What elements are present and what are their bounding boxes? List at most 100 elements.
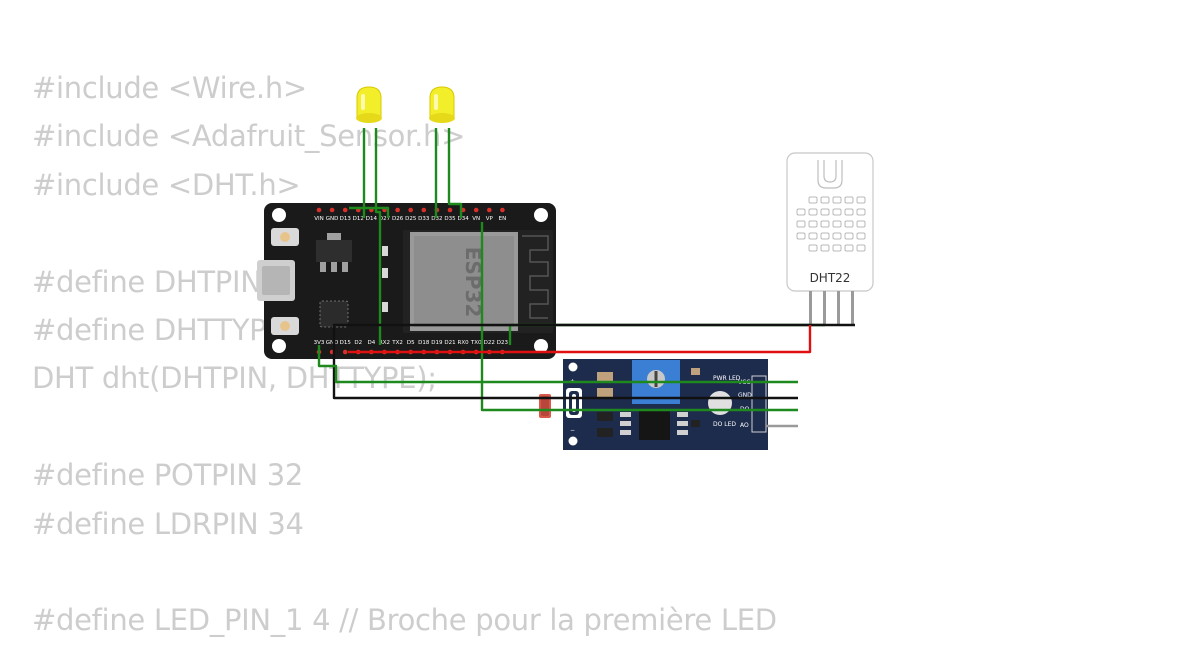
wire-dht-data bbox=[508, 323, 825, 345]
pin-label: D5 bbox=[407, 340, 415, 346]
pin-label: VIN bbox=[314, 216, 324, 222]
do-led-label: DO LED bbox=[713, 421, 736, 428]
vent-slot bbox=[856, 208, 866, 216]
pin-label: GND bbox=[326, 340, 339, 346]
code-line: #define LDRPIN 34 bbox=[32, 506, 304, 541]
code-line: #define POTPIN 32 bbox=[32, 458, 304, 493]
pin-vp[interactable] bbox=[487, 207, 492, 213]
pin-label: GND bbox=[326, 216, 339, 222]
pin-label: D4 bbox=[368, 340, 376, 346]
pin-d13[interactable] bbox=[342, 207, 348, 213]
boot-button bbox=[271, 228, 299, 246]
pin-d25[interactable] bbox=[408, 207, 414, 213]
wire-led2-cathode bbox=[447, 128, 463, 218]
pin-label: D32 bbox=[431, 216, 442, 222]
pin-label: TX2 bbox=[391, 340, 403, 346]
vent-slot bbox=[808, 208, 818, 216]
pin-d26[interactable] bbox=[395, 207, 400, 213]
pin-label: D27 bbox=[379, 216, 391, 222]
vent-slot bbox=[844, 244, 854, 252]
led-2[interactable] bbox=[429, 86, 455, 123]
pin-label: D2 bbox=[354, 340, 362, 346]
pin-label: D13 bbox=[340, 216, 352, 222]
code-background: #include <Wire.h> #include <Adafruit_Sens… bbox=[32, 64, 777, 645]
vent-slot bbox=[844, 208, 854, 216]
vent-slot bbox=[820, 232, 830, 240]
wire-d34-ao bbox=[480, 222, 798, 412]
pin-label: D18 bbox=[418, 340, 430, 346]
wire-led1-cathode bbox=[374, 128, 382, 345]
ao-label: AO bbox=[740, 422, 749, 429]
pin-label: D26 bbox=[392, 216, 404, 222]
vent-slot bbox=[808, 220, 818, 228]
vent-slot bbox=[844, 232, 854, 240]
led-1[interactable] bbox=[356, 86, 382, 123]
wire-top-header bbox=[349, 206, 390, 218]
vent-slot bbox=[844, 220, 854, 228]
voltage-regulator bbox=[316, 233, 352, 272]
vent-slot bbox=[820, 208, 830, 216]
vent-slot bbox=[832, 232, 842, 240]
pin-label: RX0 bbox=[458, 340, 470, 346]
vent-slot bbox=[832, 220, 842, 228]
vent-slot bbox=[832, 196, 842, 204]
vent-slot bbox=[796, 208, 806, 216]
pin-label: VN bbox=[472, 216, 480, 222]
minus-mark: − bbox=[570, 427, 575, 434]
pin-label: D23 bbox=[497, 340, 509, 346]
dht22-sensor[interactable]: DHT22 bbox=[786, 152, 874, 325]
wire-power bbox=[348, 325, 812, 354]
code-line: #include <DHT.h> bbox=[32, 167, 301, 202]
vent-slot bbox=[808, 196, 818, 204]
dht-vent-grid bbox=[796, 196, 866, 252]
pin-label: D15 bbox=[340, 340, 352, 346]
vent-slot bbox=[844, 196, 854, 204]
pin-vn[interactable] bbox=[473, 207, 479, 213]
code-line: #include <Wire.h> bbox=[32, 71, 307, 105]
vent-slot bbox=[832, 208, 842, 216]
vent-slot bbox=[856, 196, 866, 204]
pin-label: D19 bbox=[431, 340, 443, 346]
ldr-module[interactable]: + − PWR LED DO LED VCC GND DO AO bbox=[539, 359, 768, 450]
vent-slot bbox=[820, 220, 830, 228]
vent-slot bbox=[808, 244, 818, 252]
wire-dht-gnd bbox=[332, 323, 855, 400]
pin-label: VP bbox=[486, 216, 494, 222]
pin-d15[interactable] bbox=[342, 349, 348, 355]
pin-d35[interactable] bbox=[447, 207, 453, 213]
gnd-label: GND bbox=[738, 392, 752, 399]
wires bbox=[317, 128, 855, 428]
pwr-led-label: PWR LED bbox=[713, 375, 741, 382]
reset-button bbox=[271, 317, 299, 335]
pin-label: D12 bbox=[353, 216, 364, 222]
pin-label: 3V3 bbox=[314, 340, 325, 346]
pin-label: D34 bbox=[457, 216, 469, 222]
vent-slot bbox=[820, 244, 830, 252]
vent-slot bbox=[808, 232, 818, 240]
vent-slot bbox=[820, 196, 830, 204]
pin-label: TX0 bbox=[470, 340, 482, 346]
dht22-label: DHT22 bbox=[810, 271, 851, 285]
led-indicator bbox=[708, 391, 732, 415]
pin-en[interactable] bbox=[500, 207, 505, 213]
pin-d33[interactable] bbox=[421, 207, 427, 213]
pin-label: D21 bbox=[444, 340, 455, 346]
vent-slot bbox=[796, 232, 806, 240]
code-line: #include <Adafruit_Sensor.h> bbox=[32, 119, 466, 154]
pin-label: D14 bbox=[366, 216, 378, 222]
pin-vin[interactable] bbox=[316, 207, 322, 213]
usb-uart-chip bbox=[319, 300, 349, 328]
vent-slot bbox=[832, 244, 842, 252]
vent-slot bbox=[796, 220, 806, 228]
pin-label: D25 bbox=[405, 216, 417, 222]
pin-label: D33 bbox=[418, 216, 430, 222]
pin-label: D35 bbox=[444, 216, 456, 222]
pin-label: RX2 bbox=[379, 340, 390, 346]
pin-label: EN bbox=[499, 216, 507, 222]
wire-vcc bbox=[317, 345, 798, 384]
pin-label: D22 bbox=[484, 340, 495, 346]
pin-gnd[interactable] bbox=[329, 207, 335, 213]
code-line: DHT dht(DHTPIN, DHTTYPE); bbox=[32, 361, 437, 396]
vent-slot bbox=[856, 220, 866, 228]
